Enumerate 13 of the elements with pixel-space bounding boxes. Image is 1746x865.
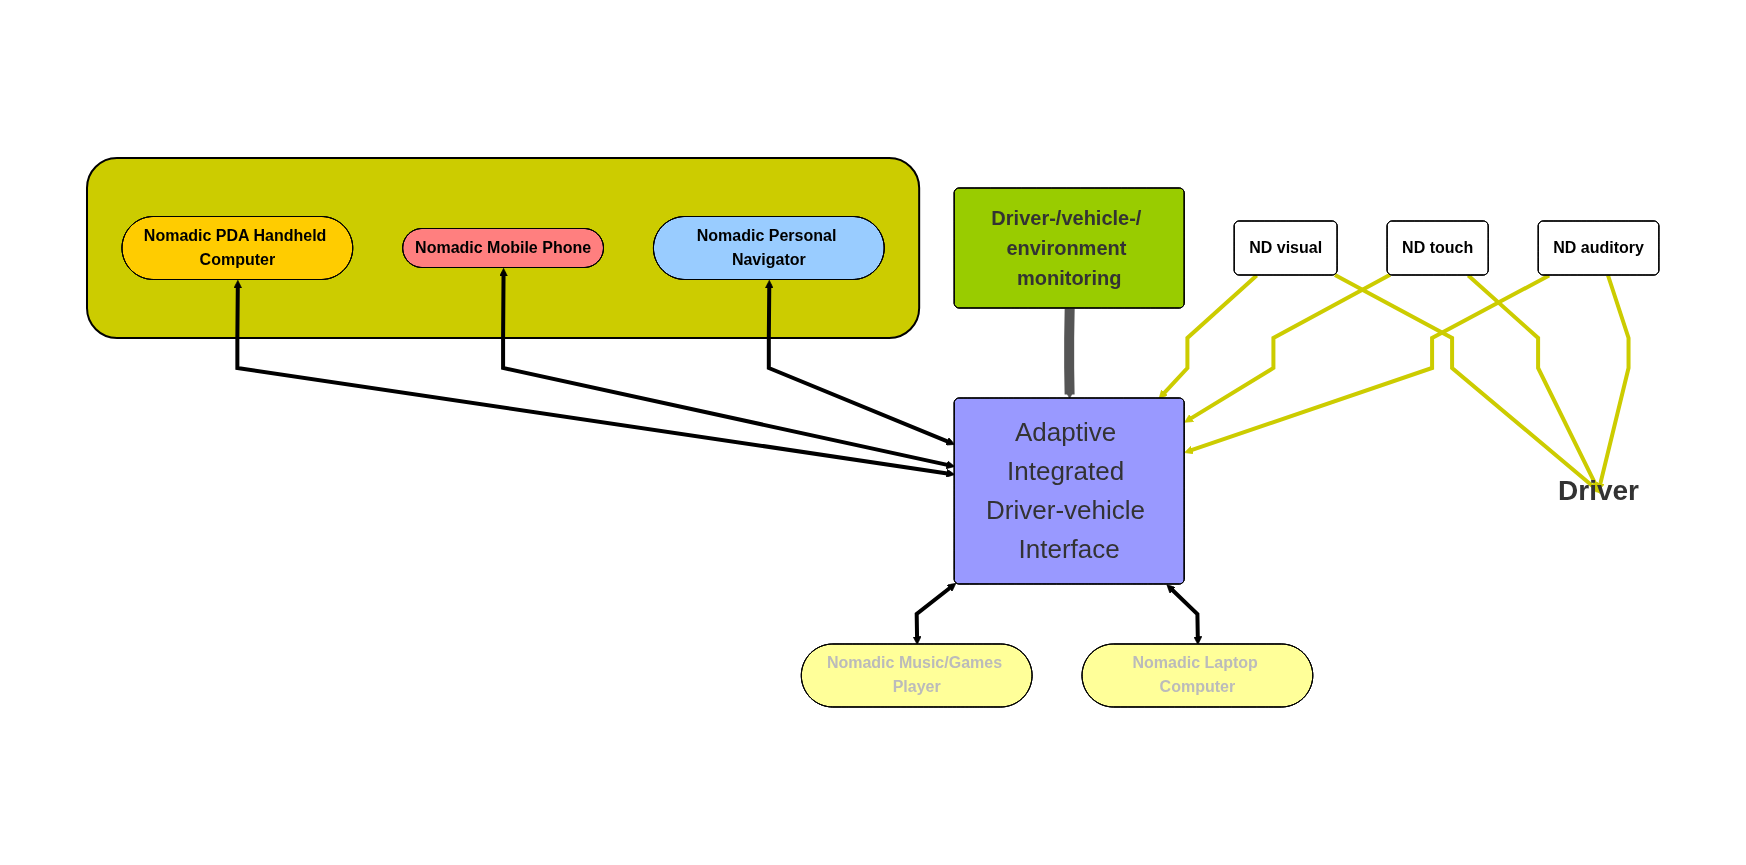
arrow (1184, 273, 1392, 423)
arrow (1158, 274, 1259, 399)
arrow (912, 582, 957, 645)
node-text: Driver (1558, 475, 1640, 506)
arrow (1467, 274, 1601, 494)
arrow (233, 280, 956, 478)
arrow (764, 280, 956, 446)
arrow (1184, 273, 1551, 455)
arrow (1166, 584, 1203, 645)
arrow (499, 268, 956, 470)
arrow (1064, 308, 1075, 399)
arrow (1334, 273, 1602, 494)
cluster (86, 157, 921, 339)
